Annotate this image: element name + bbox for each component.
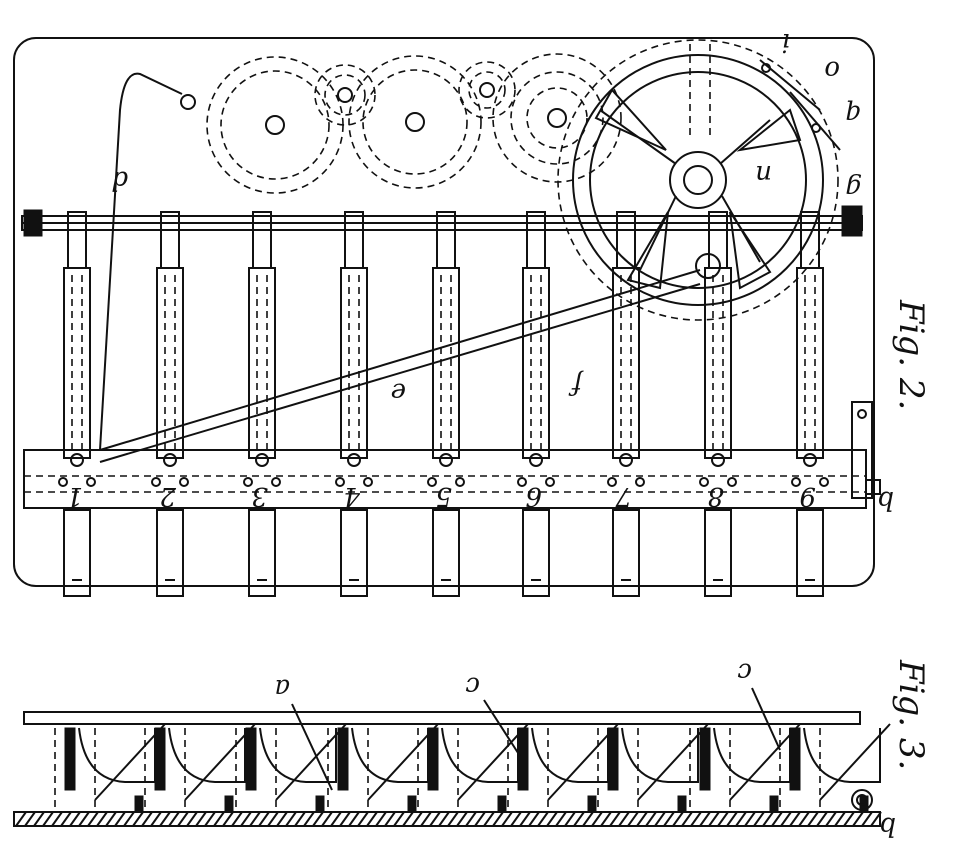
fig3-label-c2: c: [737, 657, 752, 687]
spring-eye: [180, 94, 196, 110]
label-b-top: b: [877, 485, 894, 515]
key-section: [235, 723, 347, 813]
key-bar: 2: [151, 211, 189, 597]
label-o: o: [824, 55, 840, 85]
key-digit: 2: [159, 481, 177, 511]
fig3-label-a: a: [274, 673, 290, 703]
fig3-caption: Fig. 3.: [891, 659, 931, 770]
key-digit: 4: [343, 481, 361, 511]
key-digit: 6: [525, 481, 542, 511]
key-section: [689, 723, 801, 813]
key-button: [156, 509, 184, 597]
key-digit: 3: [251, 481, 268, 511]
key-section: [54, 723, 166, 813]
label-n: n: [755, 159, 772, 189]
spring-wire-d: [99, 72, 183, 451]
key-section: [779, 723, 891, 813]
label-i: i: [782, 27, 790, 57]
key-digit: 7: [615, 481, 632, 511]
key-digit: 8: [707, 481, 724, 511]
label-d: d: [111, 165, 128, 195]
key-bar: 6: [517, 211, 555, 597]
key-bar: 9: [791, 211, 829, 597]
gear-train: [206, 53, 622, 194]
key-section: [417, 723, 529, 813]
key-bar: 7: [607, 211, 645, 597]
key-digit: 1: [66, 481, 83, 511]
end-roller: [851, 789, 873, 811]
key-bar: 4: [335, 211, 373, 597]
key-digit: 9: [799, 481, 816, 511]
fig2-caption: Fig. 2.: [891, 299, 931, 410]
key-button: [612, 509, 640, 597]
key-button: [63, 509, 91, 597]
key-button: [704, 509, 732, 597]
key-button: [248, 509, 276, 597]
key-bar: 8: [699, 211, 737, 597]
key-digit: 5: [435, 481, 452, 511]
base-hatching: [15, 811, 882, 827]
key-section: [327, 723, 439, 813]
key-button: [522, 509, 550, 597]
label-q: q: [845, 99, 862, 129]
fig3-label-b: b: [879, 811, 896, 841]
key-bar: 1: [58, 211, 96, 597]
key-section: [597, 723, 709, 813]
key-section: [144, 723, 256, 813]
base-plate: [13, 37, 875, 587]
key-button: [340, 509, 368, 597]
top-rail: [23, 711, 861, 725]
key-cross-sections: [54, 723, 891, 813]
main-wheel-n: [557, 39, 841, 321]
key-bar: 3: [243, 211, 281, 597]
fig3-label-c1: c: [465, 671, 480, 701]
key-bars: 1 2 3 4 5 6 7 8 9: [58, 211, 829, 597]
key-bar: 5: [427, 211, 465, 597]
link-rod-e: [99, 269, 701, 451]
label-g: g: [845, 173, 862, 203]
label-e: e: [391, 377, 406, 407]
key-button: [796, 509, 824, 597]
cross-bar: [23, 401, 881, 509]
hatched-base: [13, 811, 881, 827]
fig2: 1 2 3 4 5 6 7 8 9 d e f n o q g i b Fig. 2.: [13, 27, 931, 597]
label-f: f: [568, 369, 584, 399]
fig3: a c c b Fig. 3.: [13, 657, 931, 841]
link-rod-f: [99, 283, 701, 463]
key-button: [432, 509, 460, 597]
key-section: [507, 723, 619, 813]
